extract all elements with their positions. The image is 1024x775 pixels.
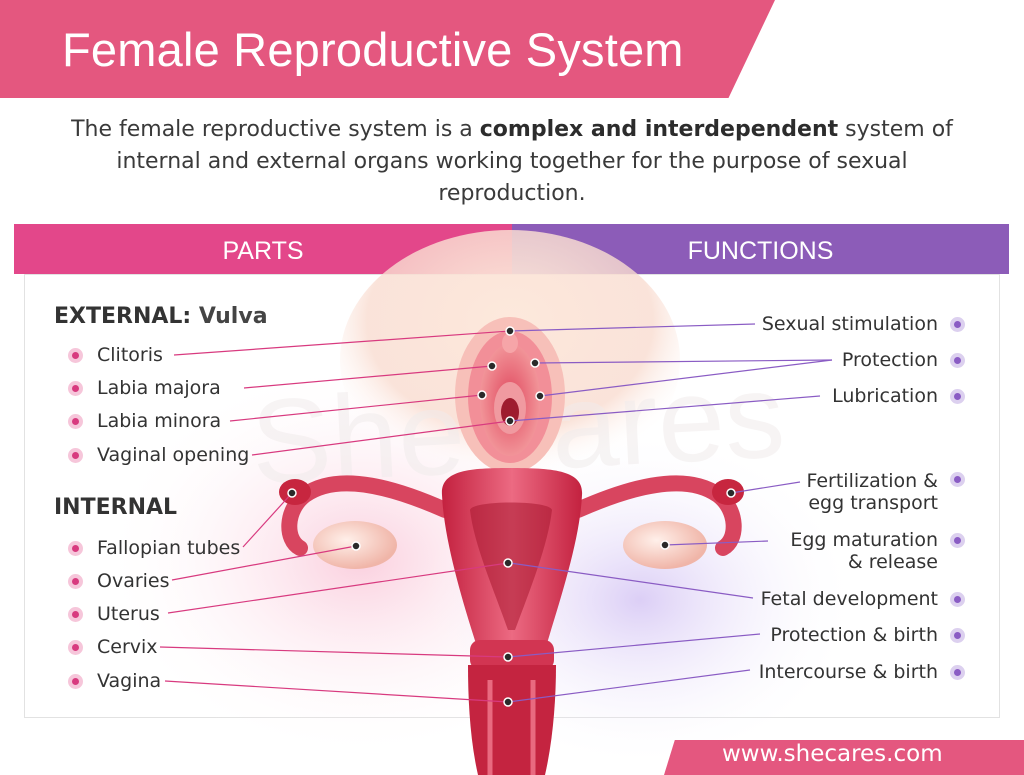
part-item: Vaginal opening bbox=[68, 443, 249, 467]
function-label: Protection bbox=[842, 349, 938, 371]
external-sublabel: Vulva bbox=[198, 304, 268, 329]
part-item: Labia majora bbox=[68, 376, 221, 400]
part-item: Uterus bbox=[68, 602, 160, 626]
bullet-icon bbox=[68, 447, 83, 463]
function-line: Protection bbox=[841, 349, 938, 371]
bullet-icon bbox=[68, 380, 83, 396]
bullet-icon bbox=[68, 606, 83, 622]
bullet-icon bbox=[950, 353, 965, 368]
part-item: Ovaries bbox=[68, 569, 170, 593]
function-line: Sexual stimulation bbox=[761, 313, 938, 335]
bullet-icon bbox=[950, 317, 965, 332]
part-label: Fallopian tubes bbox=[97, 537, 241, 559]
part-label: Vaginal opening bbox=[97, 444, 250, 466]
external-section-title: EXTERNAL: Vulva bbox=[54, 304, 268, 329]
site-url[interactable]: www.shecares.com bbox=[722, 741, 943, 767]
bullet-icon bbox=[950, 389, 965, 404]
bullet-icon bbox=[950, 665, 965, 680]
url-banner bbox=[664, 740, 1024, 775]
function-line: egg transport bbox=[808, 492, 938, 514]
function-label: Lubrication bbox=[832, 385, 938, 407]
bullet-icon bbox=[950, 628, 965, 643]
part-item: Labia minora bbox=[68, 409, 221, 433]
bullet-icon bbox=[68, 573, 83, 589]
intro-text-after: system of internal and external organs w… bbox=[116, 117, 953, 206]
marker-points bbox=[287, 326, 736, 707]
part-label: Uterus bbox=[97, 603, 160, 625]
part-label: Cervix bbox=[97, 636, 158, 658]
function-line: Protection & birth bbox=[770, 624, 938, 646]
internal-section-title: INTERNAL bbox=[54, 495, 178, 520]
part-label: Labia minora bbox=[97, 410, 222, 432]
part-label: Labia majora bbox=[97, 377, 221, 399]
function-line: Fertilization & bbox=[806, 470, 938, 492]
function-line: Intercourse & birth bbox=[758, 661, 938, 683]
function-label: Fertilization &egg transport bbox=[806, 470, 938, 514]
intro-paragraph: The female reproductive system is a comp… bbox=[40, 114, 984, 210]
function-line: Egg maturation bbox=[790, 529, 938, 551]
bullet-icon bbox=[68, 639, 83, 655]
page-title: Female Reproductive System bbox=[62, 23, 684, 76]
bullet-icon bbox=[950, 592, 965, 607]
bullet-icon bbox=[950, 533, 965, 548]
function-line: Fetal development bbox=[760, 588, 938, 610]
part-label: Vagina bbox=[97, 670, 162, 692]
bullet-icon bbox=[68, 540, 83, 556]
bullet-icon bbox=[68, 347, 83, 363]
functions-leader-lines bbox=[507, 323, 833, 703]
title-banner bbox=[0, 0, 775, 98]
function-label: Sexual stimulation bbox=[762, 313, 938, 335]
part-item: Clitoris bbox=[68, 343, 163, 367]
uterus-illustration bbox=[279, 468, 744, 775]
function-label: Intercourse & birth bbox=[759, 661, 938, 683]
function-label: Fetal development bbox=[761, 588, 938, 610]
external-label: EXTERNAL: bbox=[54, 304, 192, 329]
parts-leader-lines bbox=[159, 330, 511, 703]
part-label: Clitoris bbox=[97, 344, 163, 366]
part-item: Cervix bbox=[68, 635, 158, 659]
intro-text-before: The female reproductive system is a bbox=[71, 117, 480, 142]
intro-text-bold: complex and interdependent bbox=[479, 117, 839, 142]
function-label: Protection & birth bbox=[770, 624, 938, 646]
part-item: Vagina bbox=[68, 669, 161, 693]
part-item: Fallopian tubes bbox=[68, 536, 240, 560]
bullet-icon bbox=[950, 472, 965, 487]
part-label: Ovaries bbox=[97, 570, 170, 592]
bullet-icon bbox=[68, 413, 83, 429]
function-line: & release bbox=[847, 551, 938, 573]
bullet-icon bbox=[68, 673, 83, 689]
function-label: Egg maturation& release bbox=[790, 529, 938, 573]
function-line: Lubrication bbox=[832, 385, 938, 407]
